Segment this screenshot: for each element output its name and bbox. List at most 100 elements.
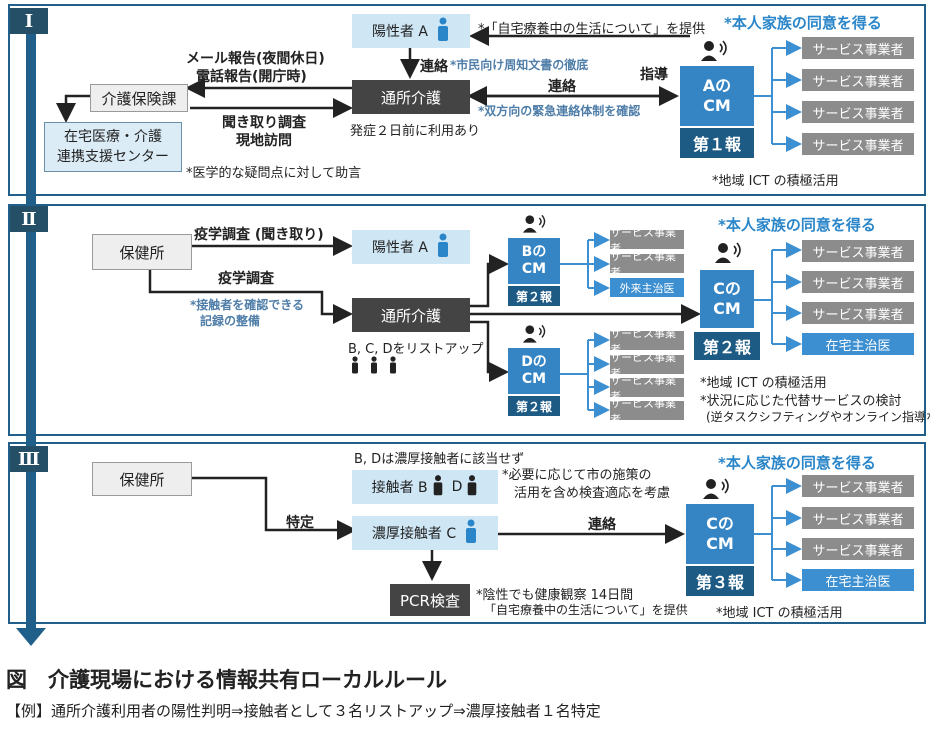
b-cm-line-1: Bの [521, 244, 547, 260]
c-cm-line-2: CM [713, 299, 741, 318]
test-note-2: 活用を含め検査適応を考慮 [514, 486, 671, 501]
person-icon [436, 17, 450, 45]
outpatient-doctor: 外来主治医 [610, 278, 684, 297]
patient-a-label-2: 陽性者 A [371, 240, 429, 256]
alt-service-note: *状況に応じた代替サービスの検討 [700, 394, 902, 409]
record-note-1: *接触者を確認できる [190, 298, 305, 312]
service-provider: サービス事業者 [610, 250, 684, 279]
service-provider: サービス事業者 [802, 507, 914, 529]
visit-label: 現地訪問 [236, 133, 292, 149]
pcr-test-box: PCR検査 [390, 584, 470, 616]
public-notice-note: *市民向け周知文書の徹底 [450, 58, 589, 72]
report-badge-b: 第２報 [508, 286, 560, 306]
report-badge-d: 第２報 [508, 396, 560, 416]
report-badge-c2: 第２報 [694, 332, 760, 360]
contact-label-3: 連絡 [588, 517, 616, 533]
person-icon [436, 233, 450, 261]
contact-d-label: D [451, 479, 463, 495]
not-close-contact-note: B, Dは濃厚接触者に該当せず [354, 452, 525, 467]
three-persons-icon [350, 356, 404, 378]
a-cm-line-1: Aの [702, 76, 732, 95]
onset-note: 発症２日前に利用あり [350, 124, 481, 139]
daycare-box-2: 通所介護 [352, 298, 470, 332]
test-note-1: *必要に応じて市の施策の [502, 468, 652, 483]
service-provider: サービス事業者 [610, 327, 684, 356]
b-cm-box: Bの CM [508, 238, 560, 284]
home-doctor: 在宅主治医 [802, 569, 914, 591]
home-doctor: 在宅主治医 [802, 333, 914, 355]
report-badge-1: 第１報 [680, 128, 754, 158]
ict-note-1: *地域 ICT の積極活用 [712, 174, 839, 189]
consent-note: *本人家族の同意を得る [718, 216, 876, 234]
c-cm-box: Cの CM [700, 270, 754, 328]
speaker-icon [522, 214, 548, 238]
note-home-care: *「自宅療養中の生活について」を提供 [478, 22, 706, 37]
person-icon [466, 474, 478, 500]
close-contact-c-box: 濃厚接触者 C [352, 516, 498, 550]
service-provider: サービス事業者 [802, 475, 914, 497]
medical-advice-note: *医学的な疑問点に対して助言 [186, 166, 362, 181]
patient-a-box-2: 陽性者 A [352, 230, 470, 264]
a-cm-line-2: CM [703, 96, 731, 115]
c-cm-line-1: Cの [713, 279, 741, 298]
service-provider: サービス事業者 [802, 538, 914, 560]
service-provider: サービス事業者 [610, 397, 684, 426]
home-care-center-box: 在宅医療・介護 連携支援センター [44, 122, 182, 172]
pcr-note-2: 「自宅療養中の生活について」を提供 [484, 603, 688, 617]
speaker-icon [522, 324, 548, 348]
ict-note-2: *地域 ICT の積極活用 [700, 376, 827, 391]
figure-example: 【例】通所介護利用者の陽性判明⇒接触者として３名リストアップ⇒濃厚接触者１名特定 [6, 702, 601, 720]
consent-note: *本人家族の同意を得る [718, 454, 876, 472]
c-cm-line-2: CM [706, 534, 734, 553]
service-provider: サービス事業者 [610, 374, 684, 403]
section-1-label: Ⅰ [10, 8, 48, 34]
section-2-label: Ⅱ [10, 206, 48, 232]
contact-label-2: 連絡 [548, 79, 576, 95]
service-provider: サービス事業者 [610, 351, 684, 380]
patient-a-box: 陽性者 A [352, 14, 470, 48]
speaker-icon [702, 478, 732, 504]
speaker-icon [700, 40, 730, 66]
record-note-2: 記録の整備 [200, 314, 261, 328]
contact-label: 連絡 [420, 59, 448, 75]
figure-title: 図 介護現場における情報共有ローカルルール [6, 668, 447, 692]
ict-note-3: *地域 ICT の積極活用 [716, 606, 843, 621]
person-icon [432, 474, 444, 500]
d-cm-line-2: CM [521, 371, 547, 387]
person-icon [464, 519, 478, 547]
c-cm-box-3: Cの CM [686, 504, 754, 564]
pcr-note-1: *陰性でも健康観察 14日間 [476, 588, 634, 603]
identify-label: 特定 [286, 515, 314, 531]
health-center-box: 保健所 [92, 234, 192, 270]
health-center-box-3: 保健所 [92, 462, 192, 496]
survey-hearing-label: 疫学調査 (聞き取り) [194, 227, 324, 243]
consent-note: *本人家族の同意を得る [724, 14, 882, 32]
d-cm-box: Dの CM [508, 348, 560, 394]
patient-a-label: 陽性者 A [371, 24, 429, 40]
service-provider: サービス事業者 [802, 133, 914, 155]
listup-note: B, C, Dをリストアップ [348, 342, 484, 357]
contacts-bd-box: 接触者 B D [352, 470, 498, 504]
instruct-label: 指導 [640, 67, 668, 83]
c-cm-line-1: Cの [706, 514, 734, 533]
service-provider: サービス事業者 [802, 271, 914, 293]
contact-b-label: 接触者 B [371, 480, 428, 496]
service-provider: サービス事業者 [802, 69, 914, 91]
service-provider: サービス事業者 [802, 101, 914, 123]
service-provider: サービス事業者 [802, 240, 914, 262]
hearing-label: 聞き取り調査 [222, 115, 306, 131]
speaker-icon [714, 242, 744, 268]
section-3-label: Ⅲ [10, 446, 48, 472]
email-report-label: メール報告(夜間休日) [186, 51, 325, 67]
insurance-division-box: 介護保険課 [90, 84, 188, 112]
report-badge-3: 第３報 [686, 566, 754, 596]
b-cm-line-2: CM [521, 261, 547, 277]
service-provider: サービス事業者 [802, 37, 914, 59]
center-line-1: 在宅医療・介護 [64, 129, 162, 145]
daycare-box: 通所介護 [352, 80, 470, 114]
a-cm-box: Aの CM [680, 66, 754, 126]
d-cm-line-1: Dの [521, 354, 547, 370]
survey-label: 疫学調査 [218, 271, 274, 287]
close-contact-c-label: 濃厚接触者 C [371, 526, 457, 542]
